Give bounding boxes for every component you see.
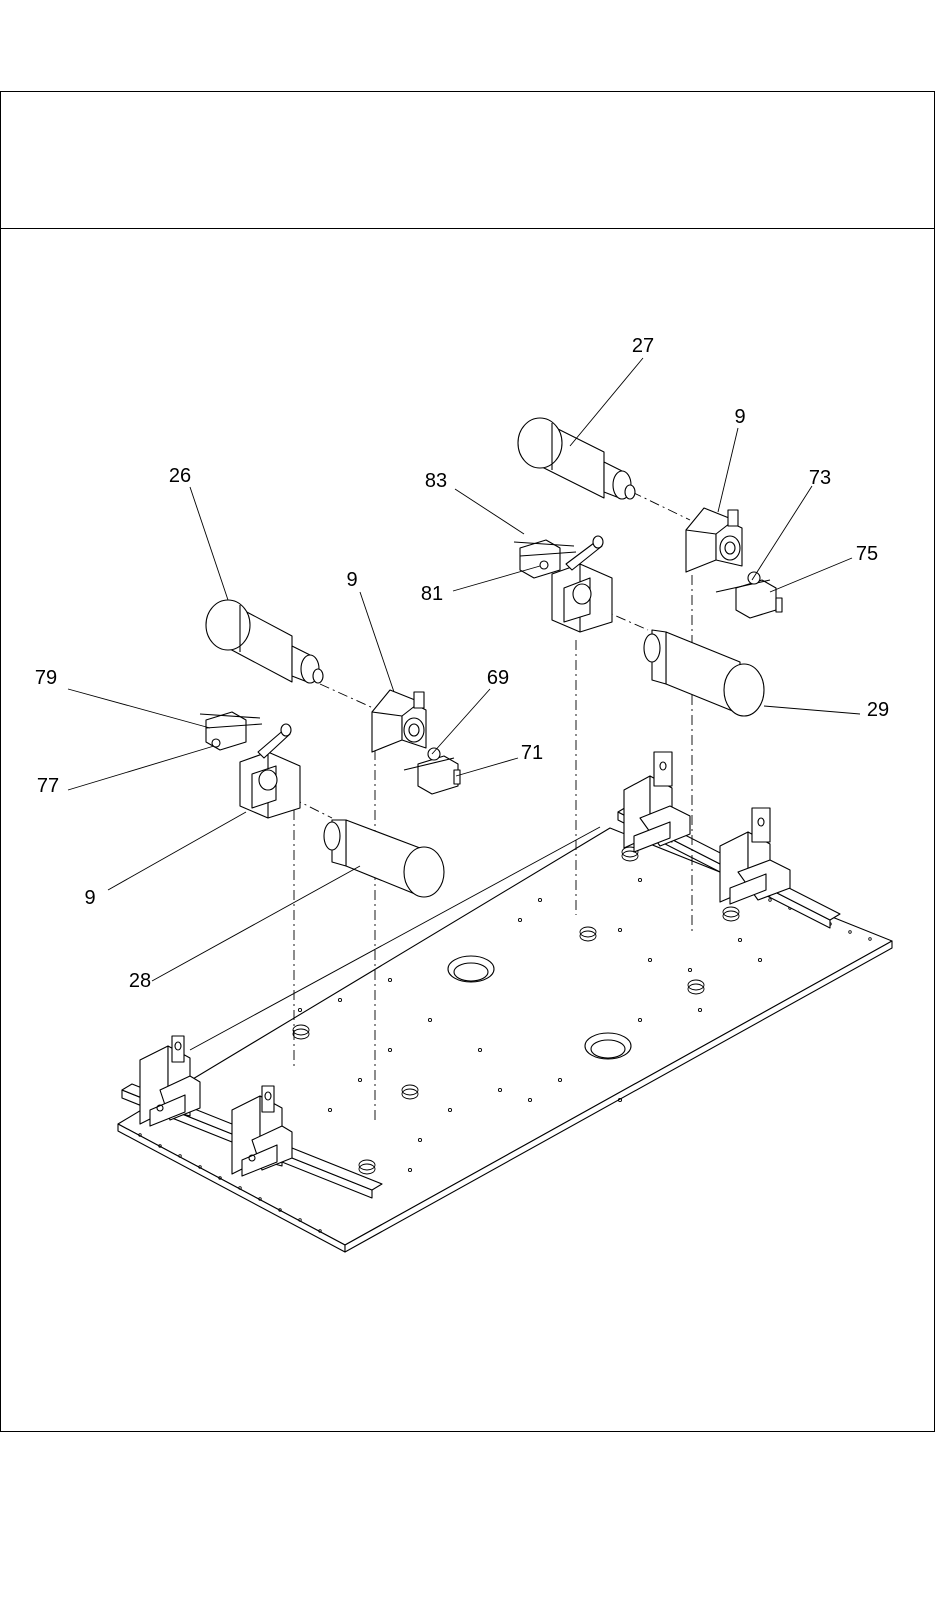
callout-73: 73 <box>809 467 831 489</box>
callout-9-left: 9 <box>84 887 95 909</box>
callout-83: 83 <box>425 470 447 492</box>
callout-27: 27 <box>632 335 654 357</box>
callout-75: 75 <box>856 543 878 565</box>
callout-28: 28 <box>129 970 151 992</box>
callout-9-top-right: 9 <box>734 406 745 428</box>
motor-27 <box>518 418 635 499</box>
callout-69: 69 <box>487 667 509 689</box>
callout-77: 77 <box>37 775 59 797</box>
callout-71: 71 <box>521 742 543 764</box>
mounting-bracket <box>624 752 690 852</box>
mounting-bracket <box>720 808 790 904</box>
callout-29: 29 <box>867 699 889 721</box>
motor-29 <box>644 630 764 716</box>
motor-26 <box>206 600 323 683</box>
switch-assembly-79-77 <box>200 712 262 750</box>
callout-26: 26 <box>169 465 191 487</box>
gearbox-center <box>552 536 612 632</box>
callout-9-mid: 9 <box>346 569 357 591</box>
gearbox-9-top-right <box>686 508 742 572</box>
gearbox-9-mid <box>372 690 426 752</box>
motor-28 <box>324 820 444 897</box>
callout-81: 81 <box>421 583 443 605</box>
switch-assembly-69-71 <box>404 748 460 794</box>
gearbox-9-left <box>240 724 300 818</box>
callout-79: 79 <box>35 667 57 689</box>
switch-assembly-73-75 <box>716 572 782 618</box>
